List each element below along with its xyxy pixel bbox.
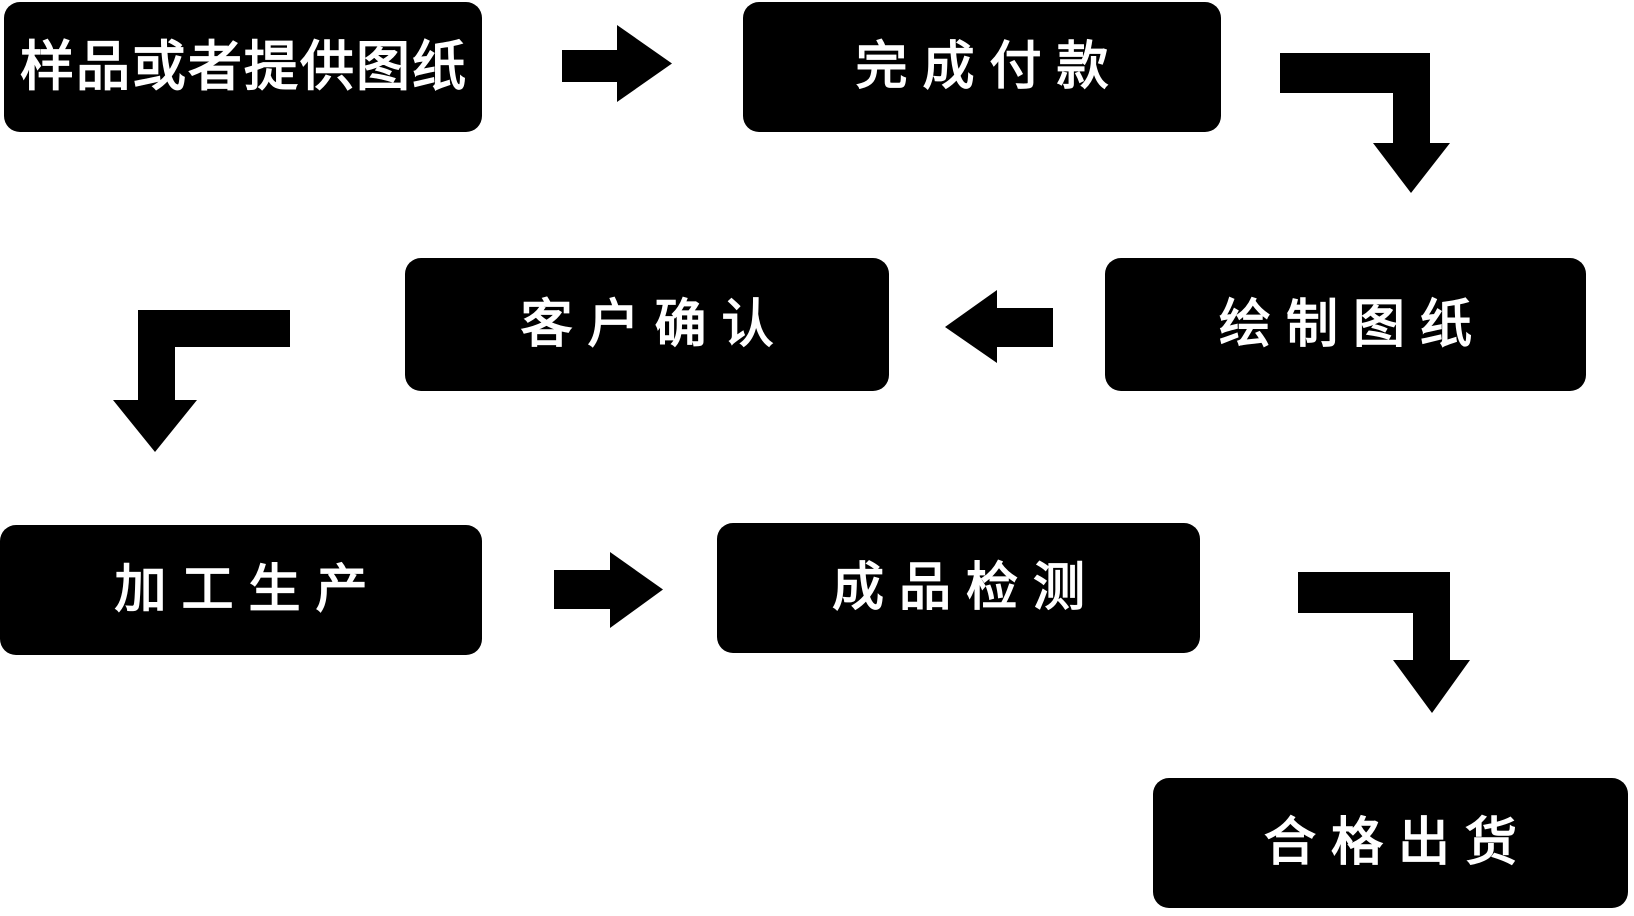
flow-node-draw-drawings: 绘制图纸	[1105, 258, 1586, 391]
elbow-down-arrow-icon	[1298, 572, 1470, 713]
flow-node-label: 加工生产	[114, 560, 383, 620]
flow-node-product-inspection: 成品检测	[717, 523, 1200, 653]
flow-node-label: 客户确认	[520, 294, 789, 355]
flow-node-qualified-shipment: 合格出货	[1153, 778, 1628, 908]
flow-node-label: 绘制图纸	[1218, 294, 1487, 355]
right-arrow-icon	[562, 25, 672, 102]
flow-node-customer-confirmation: 客户确认	[405, 258, 889, 391]
flow-node-label: 样品或者提供图纸	[20, 35, 468, 98]
elbow-down-arrow-icon	[113, 310, 290, 452]
flow-node-label: 成品检测	[831, 558, 1100, 618]
elbow-down-arrow-icon	[1280, 53, 1450, 193]
right-arrow-icon	[554, 552, 663, 628]
left-arrow-icon	[945, 290, 1053, 363]
flow-node-label: 合格出货	[1263, 813, 1532, 873]
flow-node-sample-or-drawings: 样品或者提供图纸	[4, 2, 482, 132]
flow-node-label: 完成付款	[855, 37, 1124, 97]
flow-node-complete-payment: 完成付款	[743, 2, 1221, 132]
flow-node-processing-production: 加工生产	[0, 525, 482, 655]
